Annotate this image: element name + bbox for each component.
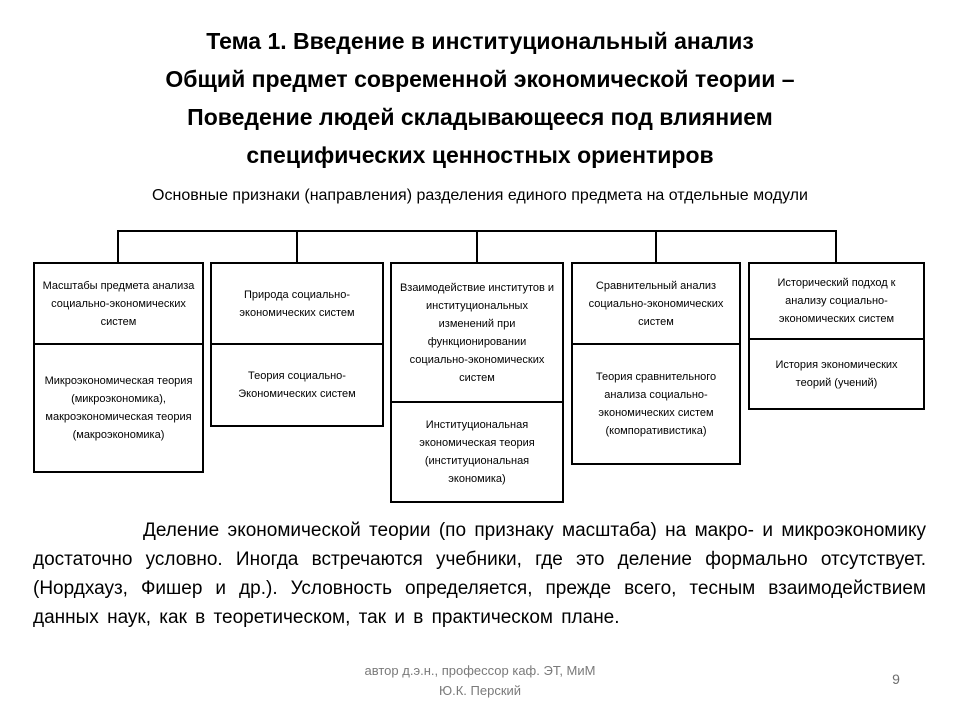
body-paragraph: Деление экономической теории (по признак… [33,520,926,628]
slide-footer: автор д.э.н., профессор каф. ЭТ, МиМ Ю.К… [0,661,960,701]
slide-subtitle: Основные признаки (направления) разделен… [152,187,808,204]
footer-author-line-1: автор д.э.н., профессор каф. ЭТ, МиМ [364,663,596,678]
title-line-3: Поведение людей складывающееся под влиян… [187,104,773,130]
footer-author-line-2: Ю.К. Перский [438,683,522,698]
diagram-column-scale: Масштабы предмета анализа социально-экон… [33,262,204,473]
connector-drop-1 [117,230,119,262]
diagram-column-institutions: Взаимодействие институтов и институциона… [390,262,564,503]
connector-drop-2 [296,230,298,262]
diagram-box-nature-feature: Природа социально-экономических систем [210,262,384,345]
diagram-box-comparative-theory: Теория сравнительного анализа социально-… [571,343,741,465]
diagram-column-nature: Природа социально-экономических систем Т… [210,262,384,427]
connector-drop-5 [835,230,837,262]
diagram-box-institutions-feature: Взаимодействие институтов и институциона… [390,262,564,403]
slide-title: Тема 1. Введение в институциональный ана… [0,22,960,174]
diagram-box-scale-feature: Масштабы предмета анализа социально-экон… [33,262,204,345]
title-line-2: Общий предмет современной экономической … [165,66,795,92]
title-line-4: специфических ценностных ориентиров [246,142,714,168]
diagram-box-institutions-theory: Институциональная экономическая теория (… [390,401,564,503]
connector-drop-3 [476,230,478,262]
diagram-column-historical: Исторический подход к анализу социально-… [748,262,925,410]
diagram-box-scale-theory: Микроэкономическая теория (микроэкономик… [33,343,204,473]
diagram-box-historical-theory: История экономических теорий (учений) [748,338,925,410]
page-number: 9 [892,671,900,687]
diagram-column-comparative: Сравнительный анализ социально-экономиче… [571,262,741,465]
connector-drop-4 [655,230,657,262]
title-line-1: Тема 1. Введение в институциональный ана… [206,28,754,54]
diagram-box-historical-feature: Исторический подход к анализу социально-… [748,262,925,340]
diagram-box-comparative-feature: Сравнительный анализ социально-экономиче… [571,262,741,345]
diagram-box-nature-theory: Теория социально-Экономических систем [210,343,384,427]
